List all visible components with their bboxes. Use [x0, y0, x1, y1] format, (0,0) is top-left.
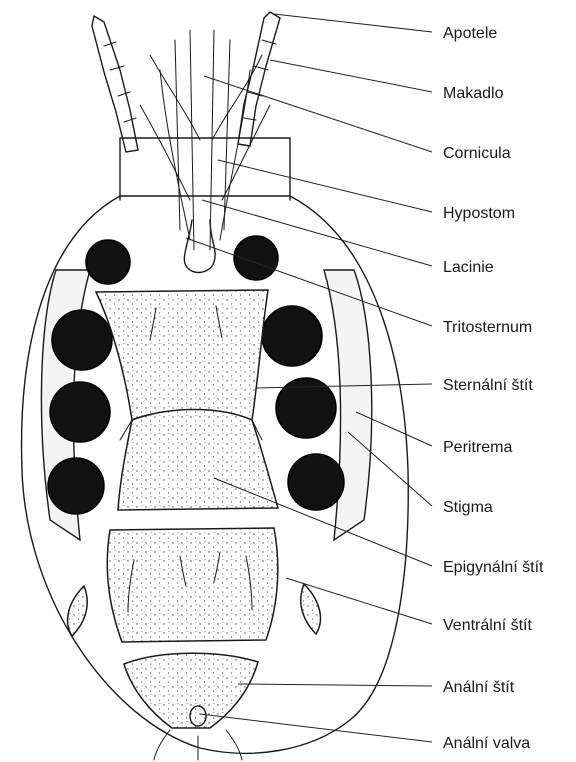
label-cornicula: Cornicula	[443, 145, 511, 162]
label-tritosternum: Tritosternum	[443, 319, 532, 336]
label-analni-stit: Anální štít	[443, 679, 515, 696]
coxa-2-right	[262, 306, 322, 366]
label-stigma: Stigma	[443, 499, 493, 516]
ventral-shield	[107, 528, 278, 642]
coxa-2-left	[52, 310, 112, 370]
label-analni-valva: Anální valva	[443, 735, 530, 752]
gnathosoma	[120, 30, 290, 272]
label-epigynalni-stit: Epigynální štít	[443, 559, 544, 576]
labels: Apotele Makadlo Cornicula Hypostom Lacin…	[443, 25, 544, 752]
epigynal-shield	[118, 410, 278, 511]
label-ventralni-stit: Ventrální štít	[443, 617, 532, 634]
label-apotele: Apotele	[443, 25, 497, 42]
label-lacinie: Lacinie	[443, 259, 494, 276]
label-makadlo: Makadlo	[443, 85, 504, 102]
label-peritrema: Peritrema	[443, 439, 512, 456]
coxa-3-left	[50, 382, 110, 442]
anal-shield	[124, 653, 258, 760]
coxa-4-right	[288, 454, 344, 510]
pedipalp-left	[92, 16, 138, 152]
label-sternalni-stit: Sternální štít	[443, 377, 533, 394]
coxa-4-left	[48, 458, 104, 514]
coxa-1-left	[86, 240, 130, 284]
label-hypostom: Hypostom	[443, 205, 515, 222]
